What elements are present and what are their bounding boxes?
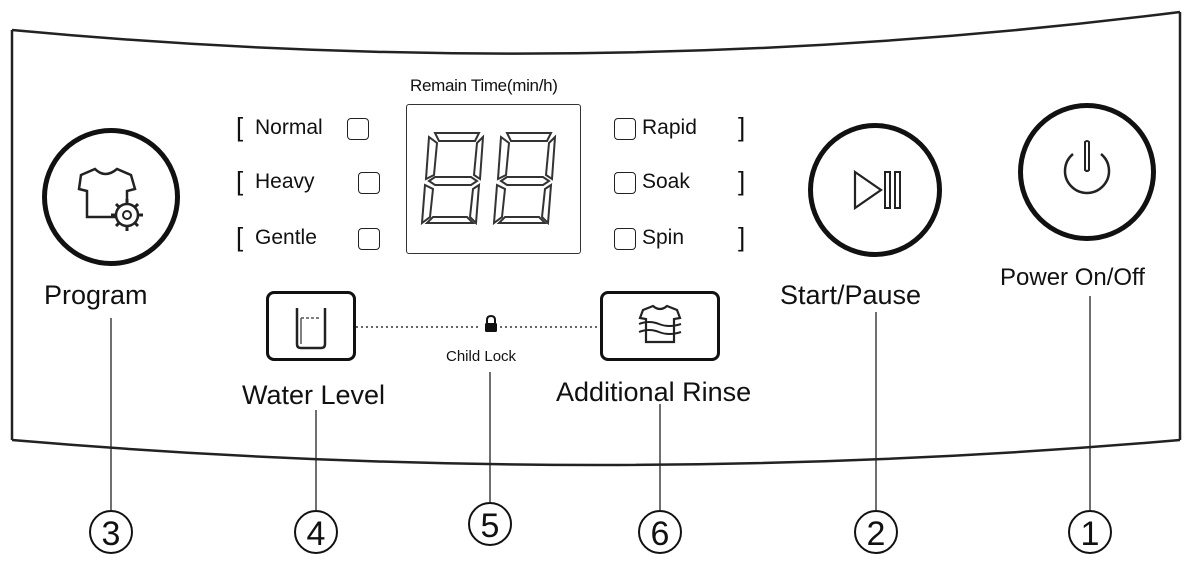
bracket-normal: [ [236, 112, 244, 142]
lock-icon [485, 314, 497, 332]
remain-time-label: Remain Time(min/h) [410, 76, 558, 95]
water-level-label: Water Level [242, 380, 386, 410]
indicator-rapid [614, 118, 636, 140]
callout-3: 3 [89, 510, 133, 554]
water-level-button[interactable] [266, 291, 356, 361]
program-label: Program [44, 280, 148, 310]
program-option-heavy: Heavy [255, 170, 315, 193]
indicator-soak [614, 172, 636, 194]
bracket-rapid: ] [738, 112, 746, 142]
program-option-gentle: Gentle [255, 226, 317, 249]
start-pause-label: Start/Pause [780, 280, 922, 310]
callout-4: 4 [294, 510, 338, 554]
additional-rinse-label: Additional Rinse [556, 377, 752, 407]
program-option-spin: Spin [642, 226, 685, 249]
bracket-soak: ] [738, 166, 746, 196]
indicator-heavy [358, 172, 380, 194]
play-pause-icon [853, 169, 901, 211]
callout-2: 2 [854, 510, 898, 554]
rinse-icon [638, 304, 682, 344]
program-option-soak: Soak [642, 170, 690, 193]
indicator-gentle [358, 228, 380, 250]
bracket-gentle: [ [236, 222, 244, 252]
callout-6: 6 [638, 510, 682, 554]
water-level-icon [295, 308, 327, 350]
power-label: Power On/Off [1000, 264, 1145, 291]
program-option-rapid: Rapid [642, 116, 697, 139]
program-option-normal: Normal [255, 116, 323, 139]
indicator-normal [347, 118, 369, 140]
callout-5: 5 [468, 502, 512, 546]
power-button[interactable] [1018, 103, 1156, 241]
program-button[interactable] [42, 128, 180, 266]
indicator-spin [614, 228, 636, 250]
bracket-spin: ] [738, 222, 746, 252]
seven-segment-digits [420, 132, 557, 226]
time-display [406, 104, 581, 254]
start-pause-button[interactable] [808, 123, 942, 257]
power-icon [1063, 140, 1111, 195]
callout-1: 1 [1068, 510, 1112, 554]
bracket-heavy: [ [236, 166, 244, 196]
child-lock-label: Child Lock [446, 348, 517, 365]
shirt-gear-icon [77, 167, 143, 231]
additional-rinse-button[interactable] [600, 291, 720, 361]
